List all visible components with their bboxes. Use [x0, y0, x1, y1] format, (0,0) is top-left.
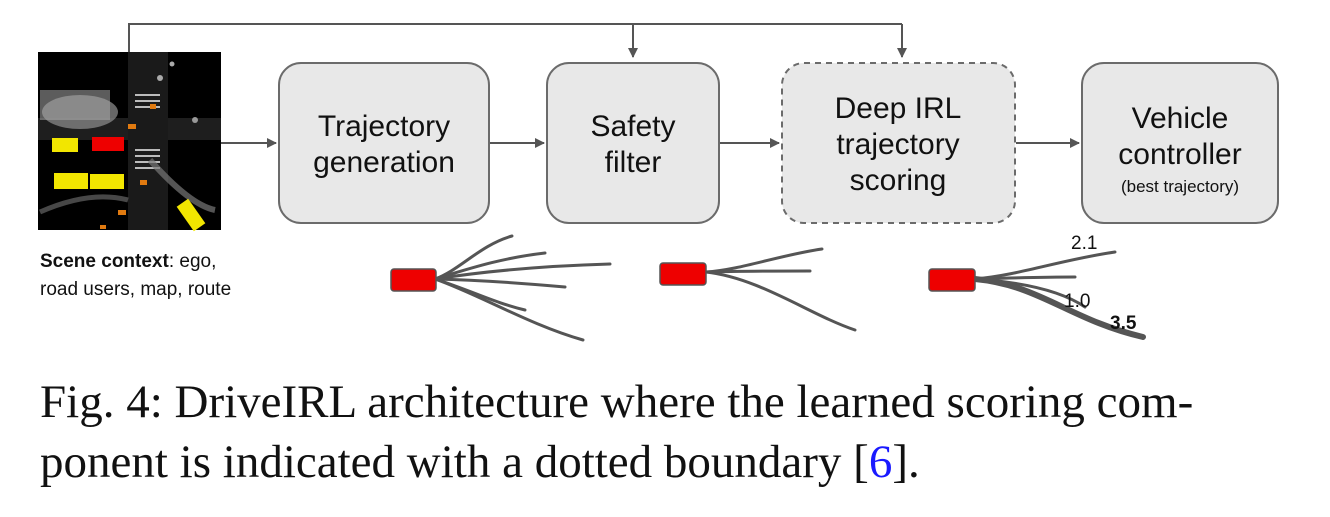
score-label-best: 3.5: [1110, 313, 1137, 334]
trajectory-fan-filtered: [659, 247, 857, 332]
scene-context-label-bold: Scene context: [40, 251, 169, 272]
figure-caption-line2-end: ].: [892, 436, 920, 488]
ego-vehicle-3: [928, 268, 976, 292]
context-feed-lines: [128, 23, 907, 58]
deep-irl-line2: trajectory: [836, 128, 959, 161]
trajectory-fan-scored: 2.1 1.0 3.5: [928, 233, 1146, 340]
safety-filter-box: Safety filter: [546, 62, 720, 224]
vehicle-controller-box: Vehicle controller (best trajectory): [1081, 62, 1279, 224]
trajectory-generation-box: Trajectory generation: [278, 62, 490, 224]
deep-irl-scoring-box: Deep IRL trajectory scoring: [781, 62, 1016, 224]
trajectory-generation-line2: generation: [313, 146, 455, 179]
score-label-top: 2.1: [1071, 233, 1097, 254]
safety-filter-line2: filter: [605, 146, 662, 179]
vehicle-controller-line2: controller: [1118, 138, 1241, 171]
scene-context-image: [38, 52, 221, 232]
figure-caption-line2: ponent is indicated with a dotted bounda…: [40, 432, 1300, 492]
trajectory-generation-line1: Trajectory: [318, 110, 450, 143]
figure-caption: Fig. 4: DriveIRL architecture where the …: [40, 372, 1300, 492]
scene-context-caption: Scene context: ego, road users, map, rou…: [40, 248, 300, 304]
score-label-mid: 1.0: [1064, 291, 1090, 312]
vehicle-controller-line1: Vehicle: [1132, 102, 1229, 135]
scene-context-label-line2: road users, map, route: [40, 279, 232, 300]
figure-caption-line1: Fig. 4: DriveIRL architecture where the …: [40, 376, 1194, 428]
deep-irl-line3: scoring: [850, 164, 947, 197]
figure-caption-line2-text: ponent is indicated with a dotted bounda…: [40, 436, 869, 488]
ego-vehicle-1: [390, 268, 437, 292]
ego-vehicle-2: [659, 262, 707, 286]
scene-context-label-rest: : ego,: [168, 251, 217, 272]
citation-link[interactable]: 6: [868, 436, 893, 488]
deep-irl-line1: Deep IRL: [835, 92, 962, 125]
safety-filter-line1: Safety: [590, 110, 675, 143]
trajectory-fan-generation: [390, 234, 612, 342]
vehicle-controller-subtitle: (best trajectory): [1121, 177, 1239, 196]
